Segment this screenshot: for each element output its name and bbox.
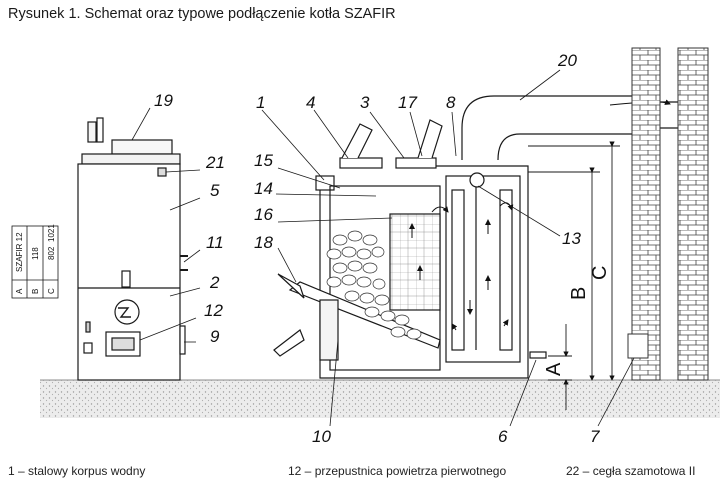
table-value-a: 118 [31, 247, 40, 260]
callout-7: 7 [590, 427, 600, 446]
table-model-label: SZAFIR 12 [15, 232, 24, 272]
callout-4: 4 [306, 93, 315, 112]
table-key-b: B [31, 289, 40, 294]
dimension-b-label: B [568, 287, 590, 300]
callout-9: 9 [210, 327, 220, 346]
legend-item-12: 12 – przepustnica powietrza pierwotnego [288, 464, 507, 478]
callout-2: 2 [209, 273, 220, 292]
callout-14: 14 [254, 179, 273, 198]
boiler-front-view [77, 117, 188, 381]
callout-10: 10 [312, 427, 331, 446]
callout-19: 19 [154, 91, 173, 110]
cleanout-door [627, 333, 649, 359]
table-value-c: 1021 [47, 224, 56, 242]
callout-18: 18 [254, 233, 273, 252]
chimney-wall-outer [677, 47, 709, 381]
dimension-a-label: A [543, 362, 565, 376]
callout-16: 16 [254, 205, 273, 224]
callout-3: 3 [360, 93, 370, 112]
fuel-charge [326, 230, 422, 340]
figure-caption: Rysunek 1. Schemat oraz typowe podłączen… [8, 6, 396, 22]
callout-leaders [131, 69, 635, 427]
table-key-a: A [15, 288, 24, 294]
dimension-table [11, 225, 59, 299]
flue-flow-arrows [409, 202, 514, 331]
callout-13: 13 [562, 229, 581, 248]
table-key-c: C [47, 288, 56, 294]
boiler-cross-section [273, 119, 547, 379]
callout-15: 15 [254, 151, 273, 170]
callout-21: 21 [205, 153, 225, 172]
callout-5: 5 [210, 181, 220, 200]
chimney-wall-inner [631, 47, 661, 381]
callout-6: 6 [498, 427, 508, 446]
callout-12: 12 [204, 301, 223, 320]
legend-item-22: 22 – cegła szamotowa II [566, 464, 696, 478]
callout-11: 11 [206, 233, 224, 252]
callout-20: 20 [557, 51, 577, 70]
legend-item-1: 1 – stalowy korpus wodny [8, 464, 146, 478]
dimension-c-label: C [589, 266, 611, 280]
table-value-b: 802 [47, 246, 56, 260]
floor [40, 380, 720, 418]
callout-8: 8 [446, 93, 456, 112]
callout-17: 17 [398, 93, 417, 112]
dimension-lines [528, 141, 620, 410]
callout-1: 1 [256, 93, 265, 112]
